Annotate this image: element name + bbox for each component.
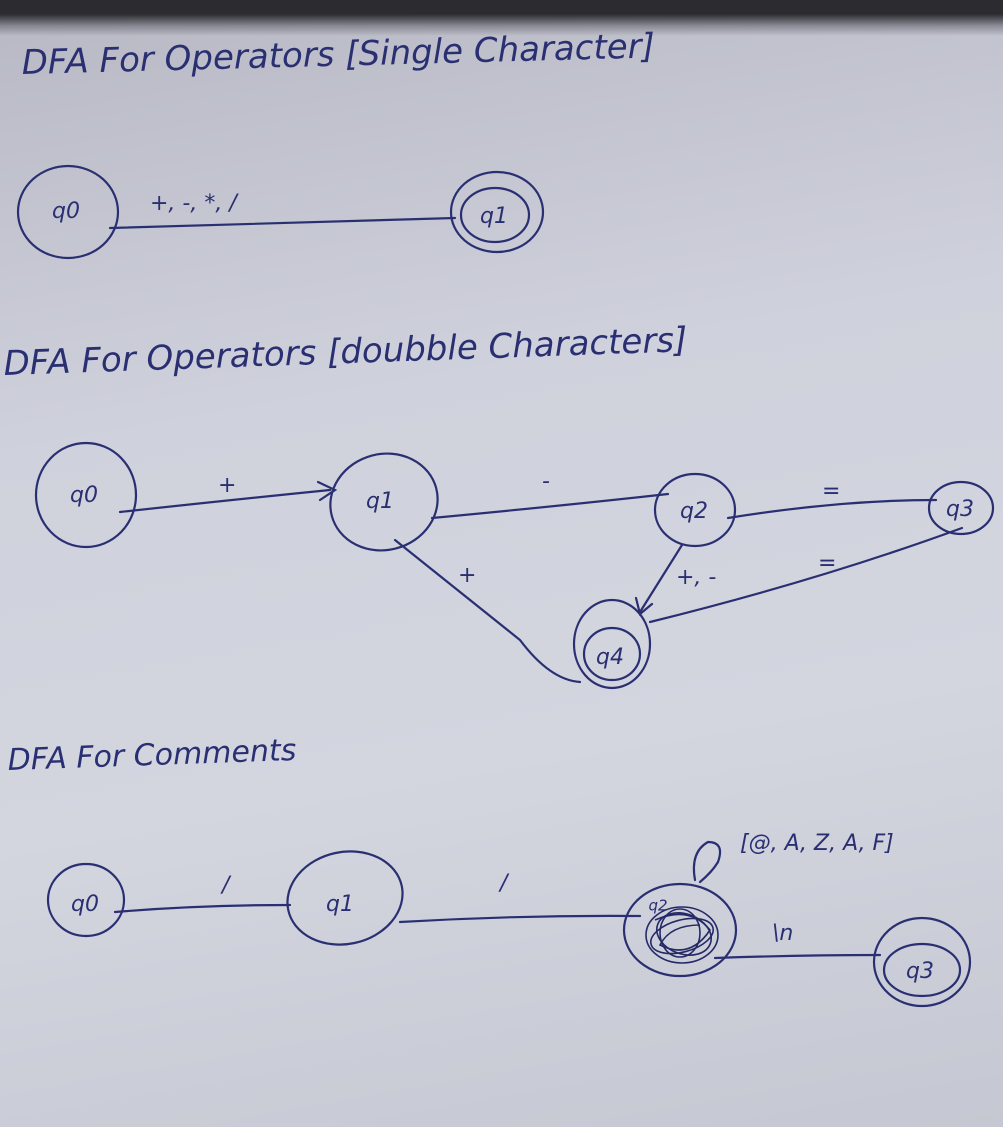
s3-state-q1-label: q1 <box>326 892 354 917</box>
s1-state-q1-label: q1 <box>480 204 508 229</box>
section-1-heading: DFA For Operators [Single Character] <box>21 26 655 83</box>
s1-edge-q0-q1-label: +, -, *, / <box>150 191 239 216</box>
s3-edge-q2-q3-label: \n <box>772 921 793 946</box>
s2-edge-q3-q4-label: = <box>818 551 836 576</box>
s3-edge-q0-q1-label: / <box>220 873 232 898</box>
s3-self-loop-q2 <box>692 840 722 884</box>
s3-edge-q1-q2 <box>398 914 642 924</box>
s2-state-q4-final: q4 <box>572 598 652 690</box>
s2-edge-q1-q2-label: - <box>542 469 550 494</box>
s2-state-q0: q0 <box>34 441 138 549</box>
s2-state-q4-label: q4 <box>596 645 624 670</box>
s3-state-q1: q1 <box>286 850 404 946</box>
s2-arrowhead-q1 <box>316 480 338 502</box>
s2-state-q2: q2 <box>653 472 737 548</box>
s3-state-q2-label: q2 <box>648 897 667 915</box>
s2-edge-q2-q3 <box>726 498 938 520</box>
s1-state-q0-label: q0 <box>52 199 80 224</box>
section-2-heading: DFA For Operators [doubble Characters] <box>3 320 688 384</box>
s2-state-q2-label: q2 <box>680 499 708 524</box>
s2-edge-q2-q4 <box>638 543 684 614</box>
s3-edge-q0-q1 <box>113 903 292 914</box>
s3-state-q3-final: q3 <box>872 916 972 1008</box>
s3-state-q0-label: q0 <box>71 892 99 917</box>
s2-edge-q3-q4 <box>648 526 964 624</box>
s3-state-q0: q0 <box>46 862 126 938</box>
s2-edge-q0-q1-label: + <box>218 473 236 498</box>
s3-edge-q2-q3 <box>713 953 882 960</box>
s2-edge-q1-q4 <box>393 538 582 684</box>
s2-edge-q1-q4-label: + <box>458 563 476 588</box>
s2-edge-q2-q4-label: +, - <box>676 565 716 590</box>
s1-state-q1-final: q1 <box>449 170 545 254</box>
s3-self-loop-q2-label: [@, A, Z, A, F] <box>740 831 894 856</box>
section-3-heading: DFA For Comments <box>7 733 297 778</box>
s3-edge-q1-q2-label: / <box>498 871 510 896</box>
s2-state-q3-label: q3 <box>946 497 974 522</box>
s2-state-q3: q3 <box>927 480 995 536</box>
s2-edge-q2-q3-label: = <box>822 479 840 504</box>
s1-edge-q0-q1 <box>108 216 457 230</box>
s2-edge-q1-q2 <box>430 492 670 520</box>
s1-state-q0: q0 <box>16 164 120 260</box>
dark-background-edge <box>0 0 1003 36</box>
s3-state-q2-scribbled: q2 <box>622 882 738 978</box>
s2-state-q0-label: q0 <box>70 483 98 508</box>
s2-edge-q0-q1 <box>118 488 332 514</box>
s2-state-q1-label: q1 <box>366 489 394 514</box>
s3-state-q3-label: q3 <box>906 959 934 984</box>
s2-state-q1: q1 <box>329 452 439 552</box>
